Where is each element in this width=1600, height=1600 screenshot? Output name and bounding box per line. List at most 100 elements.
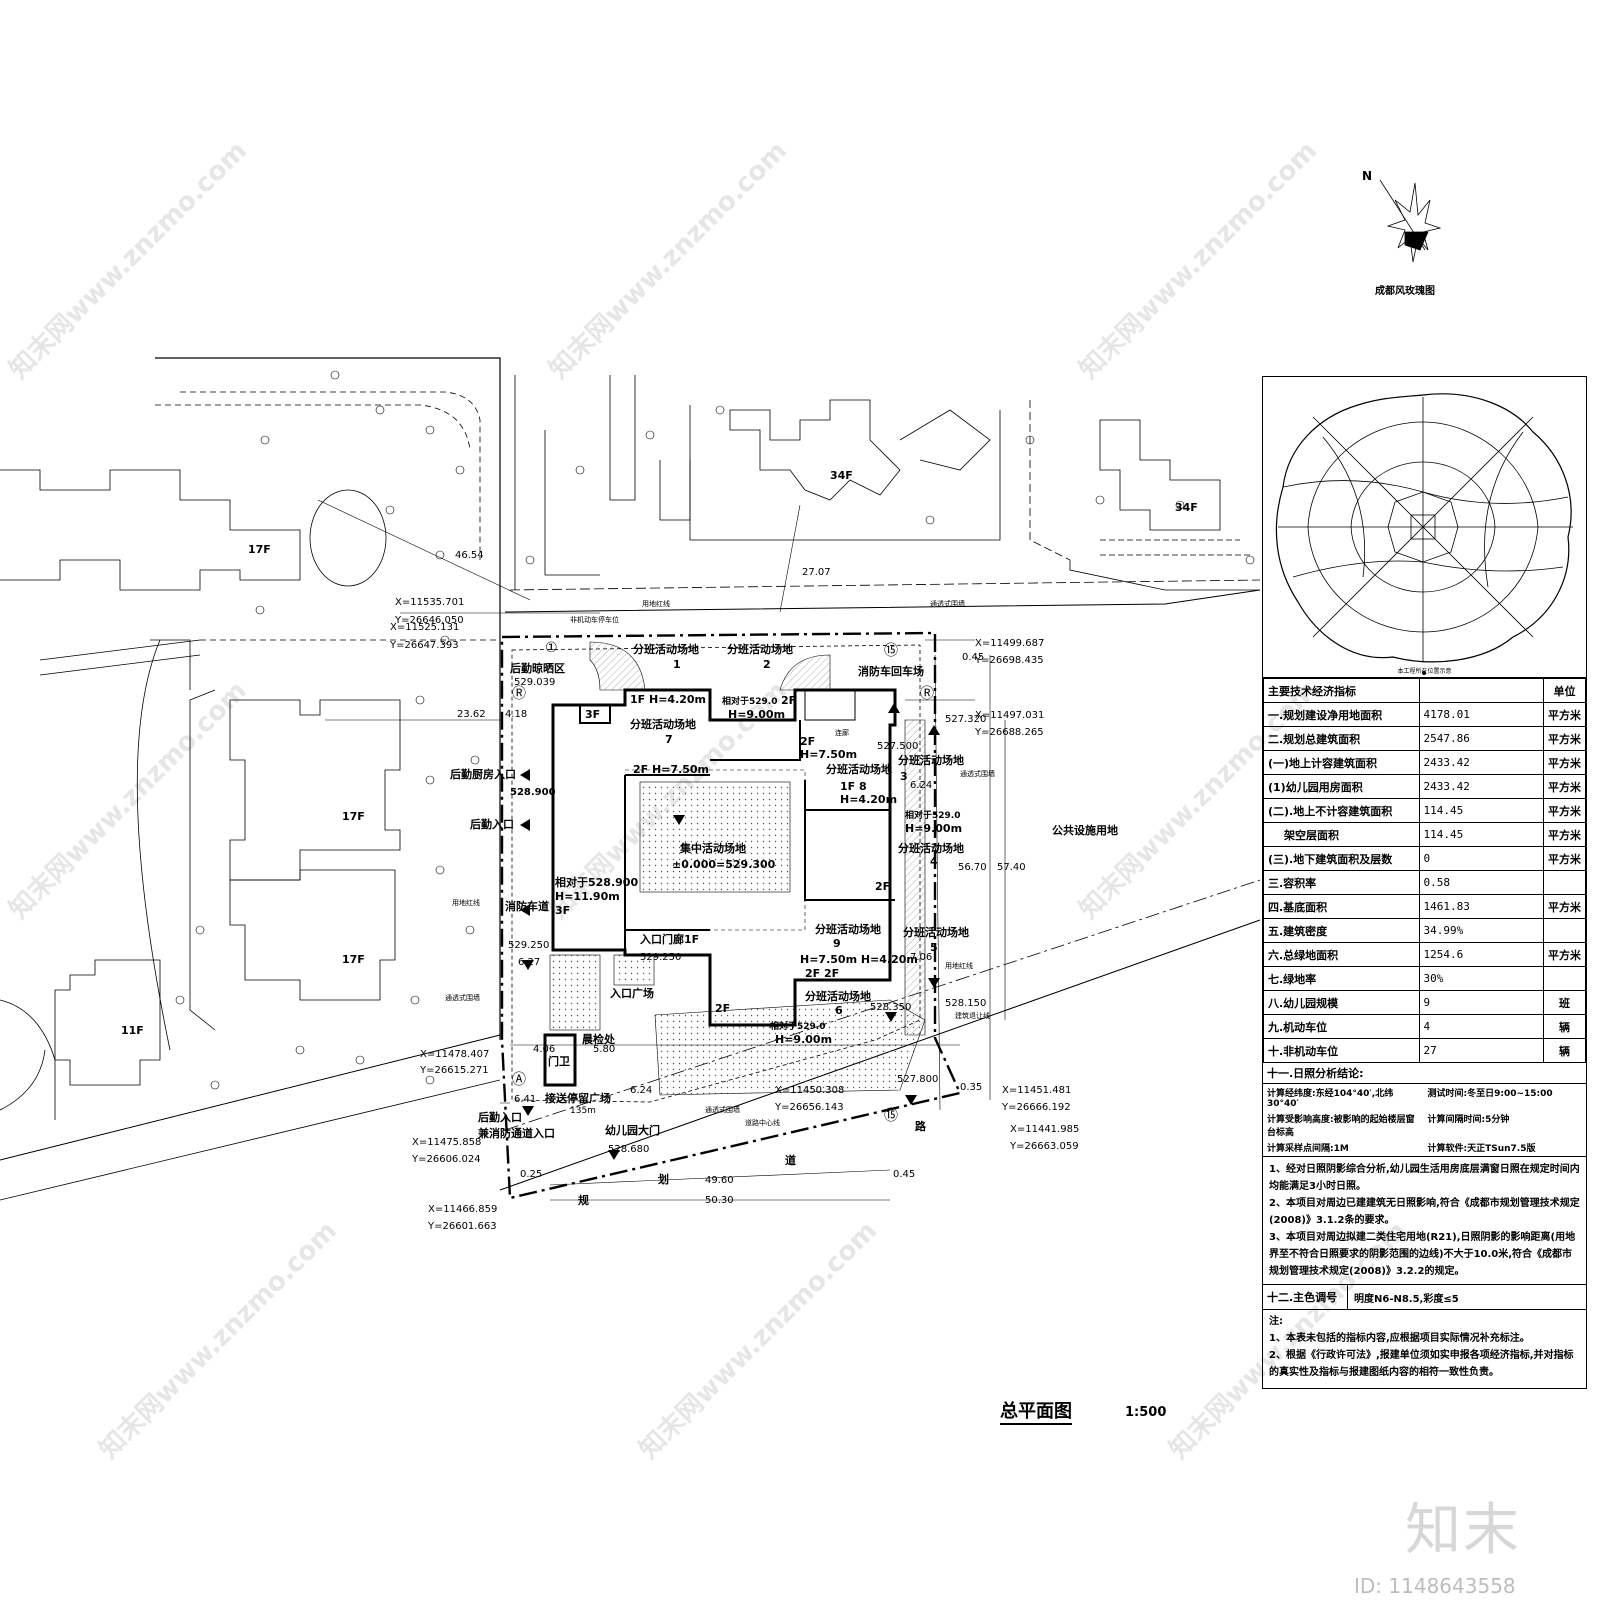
watermark: 知末网www.znzmo.com <box>4 136 253 385</box>
row-value: 4 <box>1418 1014 1545 1039</box>
remark-title: 注: <box>1269 1316 1283 1327</box>
row-value: 2433.42 <box>1418 750 1545 775</box>
axis-15-marker-top: ⑮ <box>884 643 898 659</box>
building-34f-a <box>729 399 901 501</box>
remarks: 注: 1、本表未包括的指标内容,应根据项目实际情况补充标注。 2、根据《行政许可… <box>1263 1310 1586 1384</box>
zone-r3-number: 3 <box>900 770 908 783</box>
coord-2-x: X=11525.131 <box>390 622 459 633</box>
coordinate-labels: X=11535.701 Y=26646.050 X=11525.131 Y=26… <box>389 597 1079 1232</box>
indicator-header: 主要技术经济指标 单位 <box>1263 678 1586 703</box>
zone1-label: 分班活动场地 <box>633 642 699 656</box>
coord-3-y: Y=26698.435 <box>974 655 1044 666</box>
wind-rose-title: 成都风玫瑰图 <box>1375 286 1435 297</box>
elev-5: 529.250 <box>640 952 681 963</box>
zone8-number: 1F 8 <box>840 780 867 793</box>
b-1f-label: 1F H=4.20m <box>630 693 706 706</box>
row-value: 30% <box>1418 966 1545 991</box>
row-name: (1)幼儿园用房面积 <box>1263 774 1420 799</box>
entry-hall-label: 入口门廊1F <box>640 932 699 946</box>
coord-2-y: Y=26647.393 <box>389 640 459 651</box>
guard-label: 门卫 <box>548 1054 570 1068</box>
back-entry-label: 后勤入口 <box>478 1110 522 1124</box>
zone6-number: 6 <box>835 1004 843 1017</box>
remark-item: 1、本表未包括的指标内容,应根据项目实际情况补充标注。 <box>1269 1333 1530 1344</box>
elev-4: 529.250 <box>508 940 549 951</box>
zone2-number: 2 <box>763 658 771 671</box>
kitchen-entry-label: 后勤厨房入口 <box>450 767 516 781</box>
arrow-icon <box>885 1012 897 1022</box>
sun-analysis-params: 计算经纬度:东经104°40′,北纬30°40′ 测试时间:冬至日9:00~15… <box>1263 1084 1586 1157</box>
row-unit: 平方米 <box>1543 774 1586 799</box>
morning-check-label: 晨检处 <box>582 1032 616 1046</box>
dim-045b: 0.45 <box>893 1169 915 1180</box>
row-unit <box>1543 870 1586 895</box>
dim-6024: 6.24 <box>910 780 932 791</box>
arrow-icon <box>520 904 530 916</box>
row-unit <box>1543 966 1586 991</box>
coord-9-y: Y=26663.059 <box>1009 1141 1079 1152</box>
road-label-b: 道 <box>785 1153 796 1167</box>
row-value: 2433.42 <box>1418 774 1545 799</box>
setback-note: 建筑退让线 <box>955 1011 990 1020</box>
zone-r3-label: 分班活动场地 <box>898 753 964 767</box>
location-map-graphic <box>1275 393 1573 675</box>
rel-right-label: 相对于529.0 <box>905 809 960 821</box>
row-value: 34.99% <box>1418 918 1545 943</box>
drawing-title: 总平面图 <box>1000 1397 1072 1425</box>
row-name: 十.非机动车位 <box>1263 1038 1420 1063</box>
row-value: 1254.6 <box>1418 942 1545 967</box>
arrow-icon <box>888 703 900 713</box>
b-2f-right-label: 2F <box>875 880 890 893</box>
watermark: 知末网www.znzmo.com <box>94 1216 343 1465</box>
color-value: 明度N6-N8.5,彩度≤5 <box>1354 1293 1459 1305</box>
row-value: 4178.01 <box>1418 702 1545 727</box>
dim-418: 4.18 <box>505 709 527 720</box>
row-unit: 辆 <box>1543 1038 1586 1063</box>
row-name: (二).地上不计容建筑面积 <box>1263 798 1420 823</box>
elev-5289: 528.900 <box>510 787 556 798</box>
axis-15-marker-bottom: ⑮ <box>884 1108 898 1124</box>
image-id: ID: 1148643558 <box>1354 1574 1516 1598</box>
center-line-note: 道路中心线 <box>745 1118 780 1127</box>
arrow-icon <box>673 815 685 825</box>
zone7-number: 7 <box>665 733 673 746</box>
coord-1-x: X=11535.701 <box>395 597 464 608</box>
location-map-caption: 本工程所在位置示意 <box>1397 668 1452 675</box>
arrow-icon <box>928 978 940 988</box>
zone9-height: H=7.50m H=4.20m <box>800 953 918 966</box>
row-unit <box>1543 918 1586 943</box>
row-value: 1461.83 <box>1418 894 1545 919</box>
elev-3: 527.320 <box>945 714 986 725</box>
road-label-d: 规 <box>578 1193 589 1207</box>
dim-135m: 135m <box>570 1106 596 1116</box>
arrow-icon <box>522 1106 534 1116</box>
building-11f <box>54 959 161 1086</box>
dim-035: 0.35 <box>960 1082 982 1093</box>
b-h75-r: H=7.50m <box>800 748 857 761</box>
dim-4960: 49.60 <box>705 1175 734 1186</box>
kindergarten-building <box>551 688 897 1027</box>
row-name: 四.基底面积 <box>1263 894 1420 919</box>
elev-7: 528.150 <box>945 998 986 1009</box>
coord-6-x: X=11475.858 <box>412 1137 481 1148</box>
bldg-11f: 11F <box>121 1024 144 1037</box>
row-unit: 平方米 <box>1543 894 1586 919</box>
dim-025: 0.25 <box>520 1169 542 1180</box>
wind-rose <box>1379 179 1442 263</box>
building-34f-b <box>1099 419 1221 531</box>
sun-param: 计算软件:天正TSun7.5版 <box>1427 1144 1536 1154</box>
rel-top-label: 相对于529.0 <box>722 695 777 707</box>
row-unit: 平方米 <box>1543 726 1586 751</box>
rel-main-label: 相对于528.900 <box>555 875 638 889</box>
note-item: 2、本项目对周边已建建筑无日照影响,符合《成都市规划管理技术规定(2008)》3… <box>1269 1198 1580 1226</box>
row-value: 27 <box>1418 1038 1545 1063</box>
header-unit: 单位 <box>1543 678 1586 703</box>
row-unit: 班 <box>1543 990 1586 1015</box>
central-field-area <box>639 781 791 893</box>
watermark: 知末网www.znzmo.com <box>4 676 253 925</box>
parking-note: 非机动车停车位 <box>570 615 619 624</box>
